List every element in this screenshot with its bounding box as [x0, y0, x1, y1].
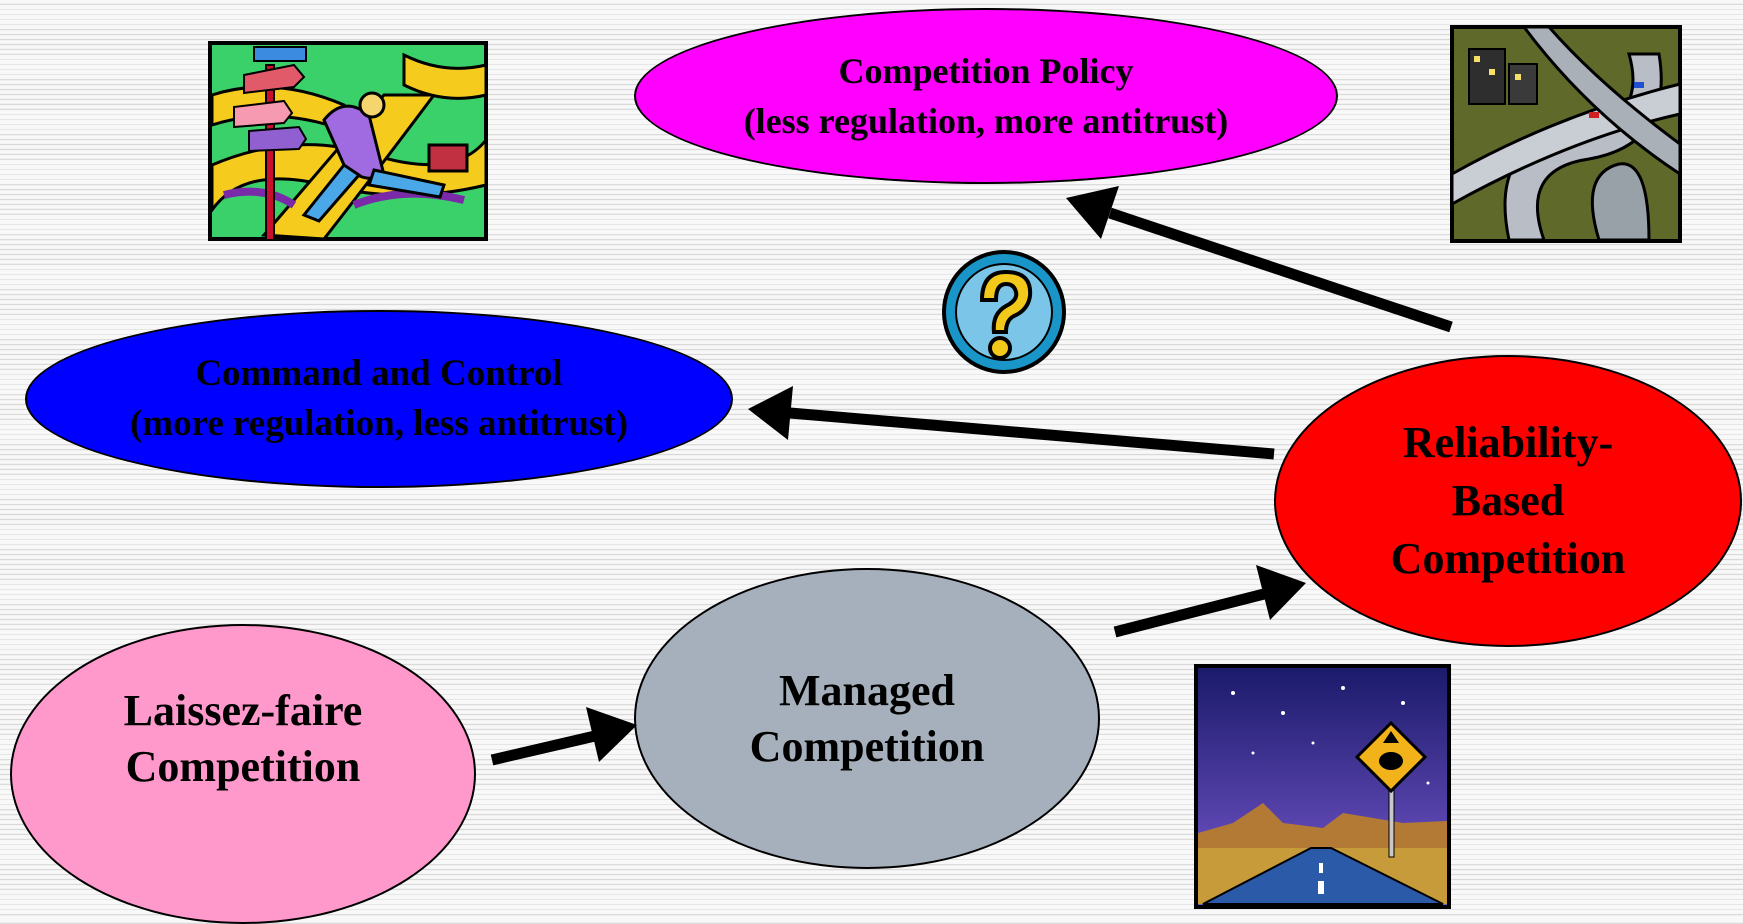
signpost-traveler-icon	[208, 41, 488, 241]
node-competition-policy: Competition Policy (less regulation, mor…	[634, 8, 1338, 184]
node-reliability-line1: Reliability-	[1402, 418, 1614, 467]
node-competition-policy-subtitle: (less regulation, more antitrust)	[743, 101, 1229, 141]
node-managed-line2: Competition	[749, 721, 985, 771]
arrow-reliability-to-policy	[1066, 186, 1453, 333]
node-competition-policy-title: Competition Policy	[838, 51, 1134, 91]
arrow-reliability-to-command	[748, 386, 1275, 460]
question-mark-icon	[940, 248, 1068, 376]
node-laissez-line2: Competition	[125, 742, 361, 791]
node-managed-line1: Managed	[779, 665, 955, 715]
node-managed-competition: Managed Competition	[634, 568, 1100, 869]
signpost-traveler-clipart	[204, 35, 490, 244]
desert-road-sign-icon	[1194, 664, 1451, 909]
node-laissez-faire-competition: Laissez-faire Competition	[10, 624, 476, 924]
node-command-and-control-subtitle: (more regulation, less antitrust)	[129, 403, 629, 444]
node-reliability-line2: Based	[1451, 476, 1565, 525]
question-mark-badge	[942, 250, 1066, 374]
node-laissez-line1: Laissez-faire	[123, 686, 363, 735]
arrow-laissez-to-managed	[490, 707, 637, 766]
node-reliability-based-competition: Reliability- Based Competition	[1274, 355, 1742, 647]
highway-interchange-icon	[1450, 25, 1682, 243]
arrow-managed-to-reliability	[1113, 565, 1306, 638]
highway-interchange-clipart	[1449, 24, 1683, 244]
node-command-and-control-title: Command and Control	[195, 353, 563, 394]
node-reliability-line3: Competition	[1390, 534, 1626, 583]
desert-road-sign-clipart	[1193, 663, 1452, 910]
node-command-and-control: Command and Control (more regulation, le…	[25, 310, 733, 488]
